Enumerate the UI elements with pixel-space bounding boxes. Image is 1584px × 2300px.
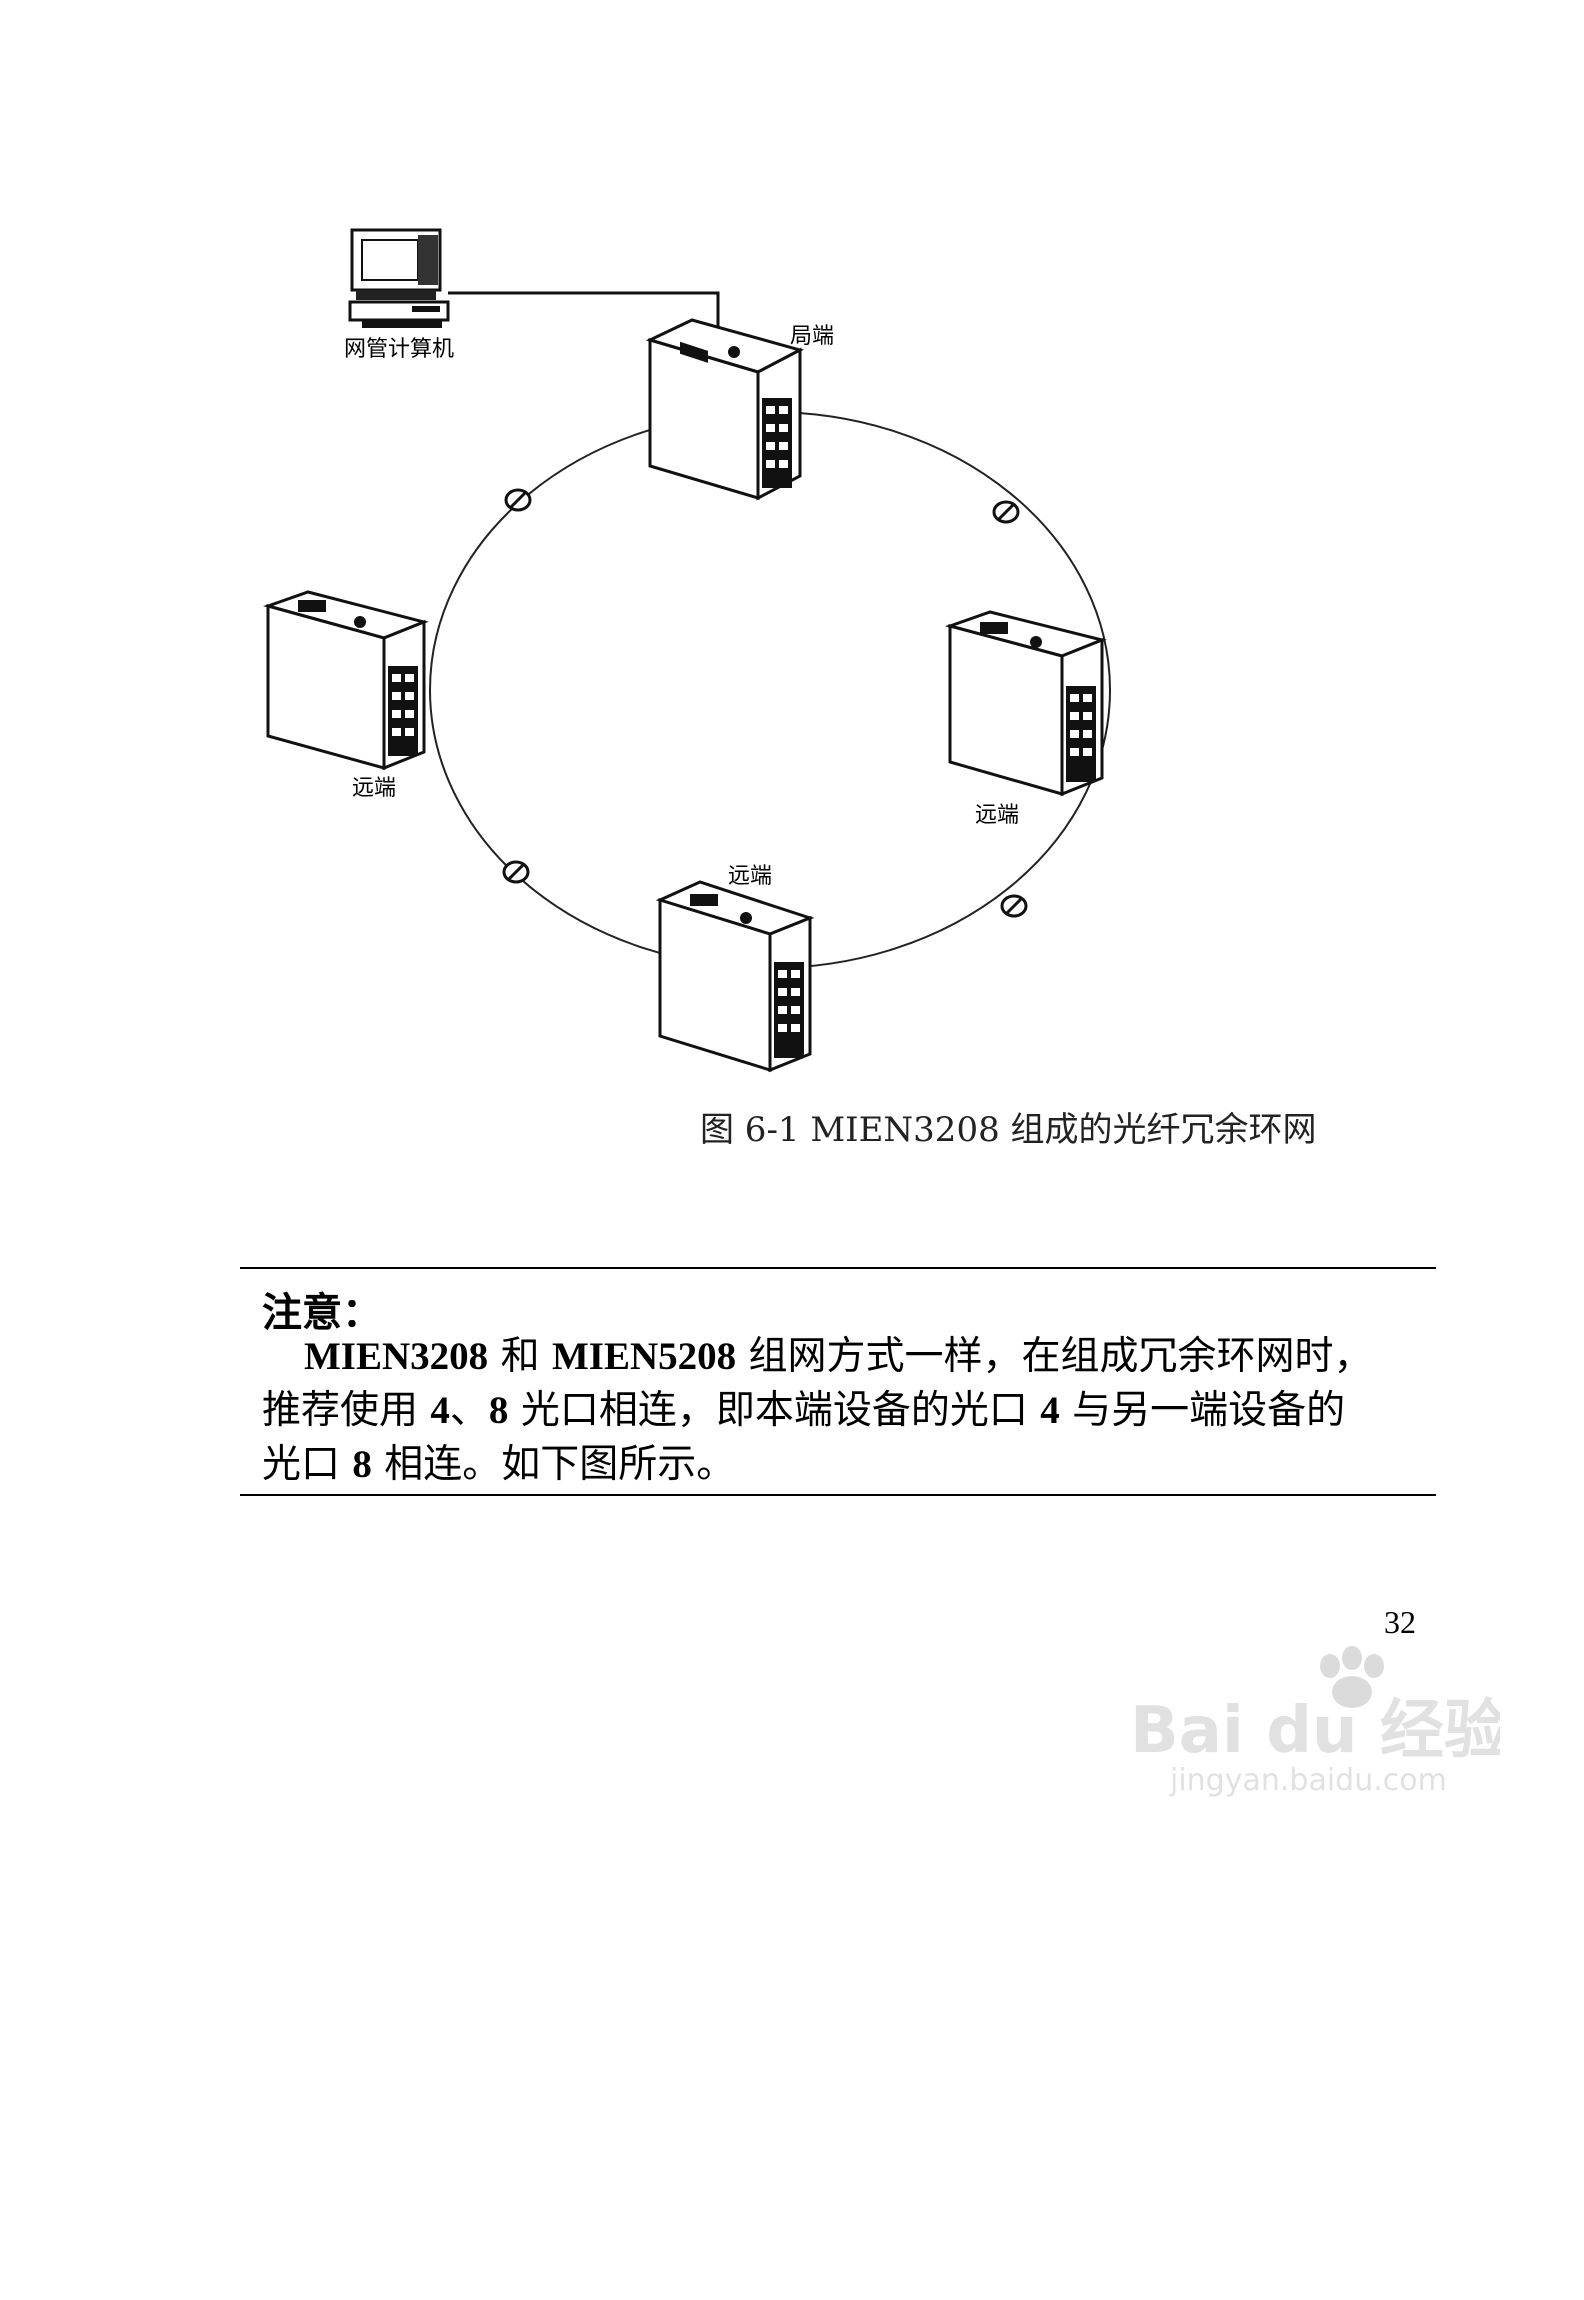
ring-network-diagram: 网管计算机 局端 远端 xyxy=(262,228,1111,1073)
local-device-icon xyxy=(645,318,805,501)
local-label: 局端 xyxy=(790,324,834,349)
fiber-connector-icon xyxy=(504,488,532,512)
remote-bottom-device-icon xyxy=(655,880,815,1073)
remote-right-label: 远端 xyxy=(975,803,1019,828)
fiber-connector-icon xyxy=(992,500,1020,524)
note-text-run: 光口相连，即本端设备的光口 xyxy=(508,1388,1041,1433)
remote-right-device-icon xyxy=(944,610,1107,797)
note-text-run: MIEN3208 xyxy=(304,1335,489,1378)
fiber-connector-icon xyxy=(1000,894,1028,918)
note-text-run: 8 xyxy=(352,1443,372,1486)
baidu-jingyan-watermark: Bai du 经验 jingyan.baidu.com xyxy=(1130,1646,1500,1798)
note-text-run: 推荐使用 xyxy=(262,1388,431,1433)
note-text-run: 4 xyxy=(430,1389,450,1432)
note-bottom-rule xyxy=(240,1494,1436,1496)
note-top-rule xyxy=(240,1267,1436,1269)
note-text-run: 组网方式一样，在组成冗余环网时， xyxy=(736,1334,1373,1379)
computer-label: 网管计算机 xyxy=(344,337,454,362)
computer-icon xyxy=(348,228,450,328)
note-text-run: MIEN5208 xyxy=(551,1335,737,1378)
watermark-brand: Bai du 经验 xyxy=(1130,1694,1500,1768)
note-text-run: 、 xyxy=(449,1388,489,1433)
remote-bottom-label: 远端 xyxy=(728,864,772,889)
watermark-url: jingyan.baidu.com xyxy=(1169,1763,1447,1798)
page-number: 32 xyxy=(1384,1604,1416,1640)
note-line: 推荐使用 4、8 光口相连，即本端设备的光口 4 与另一端设备的 xyxy=(262,1384,1432,1438)
note-line: MIEN3208 和 MIEN5208 组网方式一样，在组成冗余环网时， xyxy=(262,1330,1432,1384)
note-text-run: 和 xyxy=(488,1334,552,1379)
note-text-run: 与另一端设备的 xyxy=(1059,1388,1346,1433)
note-text-run: 相连。如下图所示。 xyxy=(371,1442,736,1487)
remote-left-device-icon xyxy=(262,590,429,771)
note-text-run: 8 xyxy=(488,1389,509,1432)
note-text-run: 光口 xyxy=(262,1442,353,1487)
remote-left-label: 远端 xyxy=(352,776,396,801)
note-title: 注意： xyxy=(262,1290,382,1336)
note-text-run: 4 xyxy=(1040,1389,1060,1432)
note-body: MIEN3208 和 MIEN5208 组网方式一样，在组成冗余环网时，推荐使用… xyxy=(262,1330,1432,1492)
note-line: 光口 8 相连。如下图所示。 xyxy=(262,1438,1432,1492)
figure-caption: 图 6-1 MIEN3208 组成的光纤冗余环网 xyxy=(700,1110,1317,1150)
fiber-connector-icon xyxy=(502,860,530,884)
